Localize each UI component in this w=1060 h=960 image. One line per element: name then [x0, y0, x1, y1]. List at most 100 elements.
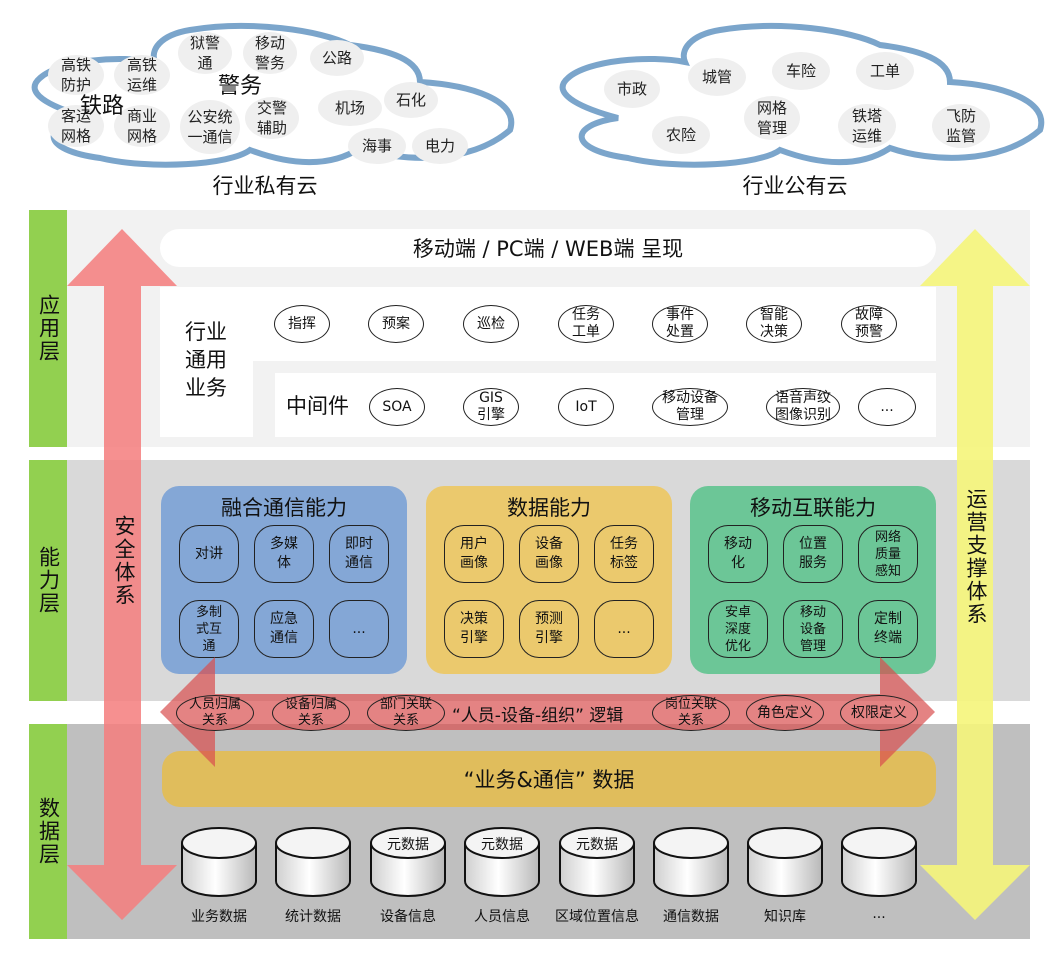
middleware-item: IoT — [558, 388, 614, 426]
public-cloud-item: 农险 — [652, 116, 710, 154]
comm-capability-item: 应急 通信 — [254, 600, 314, 658]
logic-title: “人员-设备-组织” 逻辑 — [452, 706, 624, 726]
database-icon — [180, 825, 258, 899]
data-layer-tag: 数据层 — [29, 724, 67, 939]
industry-item: 智能 决策 — [746, 305, 802, 343]
database-label: 统计数据 — [285, 909, 341, 925]
public-cloud-item: 工单 — [856, 52, 914, 90]
database-top-label: 元数据 — [481, 837, 523, 853]
industry-label: 行业 通用 业务 — [185, 320, 227, 400]
capability-layer-label: 能力层 — [36, 546, 61, 615]
security-system-label: 安全体系 — [112, 515, 136, 607]
comm-capability-item: 对讲 — [179, 525, 239, 583]
capability-layer-tag: 能力层 — [29, 460, 67, 701]
industry-item: 巡检 — [463, 305, 519, 343]
logic-item: 岗位关联 关系 — [652, 695, 730, 731]
industry-label-bg — [160, 361, 253, 437]
public-cloud-item: 网格 管理 — [744, 96, 800, 140]
comm-capability-item: ... — [329, 600, 389, 658]
public-cloud-item: 铁塔 运维 — [838, 104, 896, 148]
middleware-item: 移动设备 管理 — [652, 388, 728, 426]
private-cloud-item: 公路 — [310, 40, 364, 76]
data-capability-item: 决策 引擎 — [444, 600, 504, 658]
logic-item: 部门关联 关系 — [367, 695, 445, 731]
application-layer-tag: 应用层 — [29, 210, 67, 447]
industry-item: 预案 — [368, 305, 424, 343]
mobile-capability-item: 移动 设备 管理 — [783, 600, 843, 658]
data-banner-label: “业务&通信” 数据 — [463, 768, 635, 792]
operations-system-label: 运营支撑体系 — [964, 488, 988, 626]
private-cloud-item: 海事 — [348, 128, 406, 164]
industry-item: 任务 工单 — [558, 305, 614, 343]
logic-item: 设备归属 关系 — [272, 695, 350, 731]
database-label: 设备信息 — [380, 909, 436, 925]
comm-capability-card: 融合通信能力 对讲 多媒 体 即时 通信 多制 式互 通 应急 通信 ... — [161, 486, 407, 674]
operations-arrow — [920, 229, 1030, 920]
private-cloud-item: 机场 — [318, 90, 382, 126]
middleware-label: 中间件 — [286, 394, 349, 418]
police-group-label: 警务 — [218, 74, 263, 99]
logic-arrow — [160, 657, 935, 767]
database-label: 通信数据 — [663, 909, 719, 925]
logic-item: 角色定义 — [746, 695, 824, 731]
private-cloud-item: 高铁 运维 — [114, 55, 170, 95]
data-capability-item: 任务 标签 — [594, 525, 654, 583]
private-cloud-label: 行业私有云 — [212, 174, 318, 198]
mobile-capability-item: 安卓 深度 优化 — [708, 600, 768, 658]
security-arrow — [67, 229, 177, 920]
private-cloud-item: 交警 辅助 — [245, 97, 299, 139]
public-cloud-item: 飞防 监管 — [932, 104, 990, 148]
comm-capability-item: 多媒 体 — [254, 525, 314, 583]
database-icon — [274, 825, 352, 899]
database-top-label: 元数据 — [576, 837, 618, 853]
business-comm-data-banner: “业务&通信” 数据 — [162, 751, 936, 807]
middleware-item: ... — [858, 388, 916, 426]
private-cloud-item: 高铁 防护 — [48, 55, 104, 95]
application-layer-label: 应用层 — [36, 294, 61, 363]
mobile-capability-title: 移动互联能力 — [750, 496, 876, 520]
railway-group-label: 铁路 — [80, 94, 125, 119]
public-cloud-item: 市政 — [604, 70, 660, 108]
logic-item: 权限定义 — [840, 695, 918, 731]
private-cloud-item: 石化 — [384, 82, 438, 118]
data-capability-card: 数据能力 用户 画像 设备 画像 任务 标签 决策 引擎 预测 引擎 ... — [426, 486, 672, 674]
middleware-item: SOA — [369, 388, 425, 426]
data-capability-title: 数据能力 — [507, 496, 591, 520]
public-cloud-label: 行业公有云 — [742, 174, 848, 198]
database-icon: 元数据 — [369, 825, 447, 899]
industry-item: 指挥 — [274, 305, 330, 343]
private-cloud-item: 客运 网格 — [48, 105, 104, 147]
comm-capability-title: 融合通信能力 — [221, 496, 347, 520]
mobile-capability-item: 定制 终端 — [858, 600, 918, 658]
middleware-item: 语音声纹 图像识别 — [766, 388, 840, 426]
database-label: 区域位置信息 — [555, 909, 639, 925]
database-icon — [840, 825, 918, 899]
data-capability-item: 预测 引擎 — [519, 600, 579, 658]
database-label: 业务数据 — [191, 909, 247, 925]
database-top-label: 元数据 — [387, 837, 429, 853]
mobile-capability-item: 移动 化 — [708, 525, 768, 583]
database-icon: 元数据 — [463, 825, 541, 899]
presentation-label: 移动端 / PC端 / WEB端 呈现 — [412, 237, 684, 261]
mobile-capability-card: 移动互联能力 移动 化 位置 服务 网络 质量 感知 安卓 深度 优化 移动 设… — [690, 486, 936, 674]
private-cloud-item: 商业 网格 — [114, 105, 170, 147]
data-capability-item: ... — [594, 600, 654, 658]
data-layer-label: 数据层 — [36, 797, 61, 866]
industry-item: 故障 预警 — [841, 305, 897, 343]
database-icon — [652, 825, 730, 899]
middleware-item: GIS 引擎 — [463, 388, 519, 426]
database-icon: 元数据 — [558, 825, 636, 899]
data-capability-item: 用户 画像 — [444, 525, 504, 583]
database-label: 知识库 — [764, 909, 806, 925]
private-cloud-item: 公安统 一通信 — [180, 100, 240, 154]
database-icon — [746, 825, 824, 899]
mobile-capability-item: 位置 服务 — [783, 525, 843, 583]
comm-capability-item: 多制 式互 通 — [179, 600, 239, 658]
private-cloud-item: 狱警 通 — [178, 32, 232, 74]
logic-item: 人员归属 关系 — [176, 695, 254, 731]
industry-item: 事件 处置 — [652, 305, 708, 343]
comm-capability-item: 即时 通信 — [329, 525, 389, 583]
public-cloud-item: 城管 — [688, 58, 746, 96]
database-label: 人员信息 — [474, 909, 530, 925]
